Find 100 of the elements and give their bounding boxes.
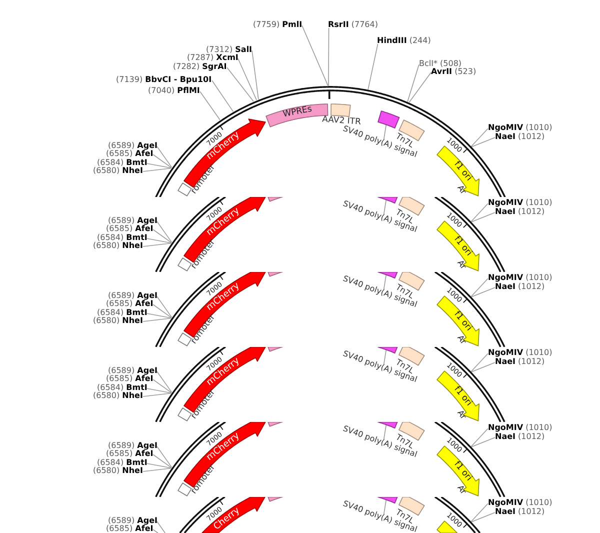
enzyme-site-label: (6580) NheI — [93, 316, 143, 325]
leader-line — [146, 463, 172, 468]
enzyme-site-label: (6580) NheI — [93, 390, 143, 400]
leader-line — [152, 454, 172, 468]
feature-label: f1 ori — [450, 234, 472, 258]
leader-line — [383, 424, 387, 440]
enzyme-site-label: NgoMIV (1010) — [488, 198, 552, 207]
leader-line — [142, 468, 172, 472]
leader-line — [471, 437, 496, 448]
leader-line — [471, 212, 496, 222]
enzyme-site-label: (6584) BmtI — [97, 158, 148, 167]
enzyme-site-label: RsrII (7764) — [328, 20, 378, 29]
enzyme-site-label: (6589) AgeI — [108, 366, 158, 375]
enzyme-site-label: (6589) AgeI — [108, 216, 158, 225]
leader-line — [142, 318, 172, 322]
feature-label: Ar — [455, 484, 467, 496]
leader-line — [146, 163, 172, 168]
enzyme-site-label: (6584) BmtI — [97, 308, 148, 317]
leader-line — [156, 146, 172, 168]
leader-line — [328, 28, 330, 86]
leader-line — [407, 64, 420, 102]
leader-line — [383, 274, 387, 290]
enzyme-site-label: (6589) AgeI — [108, 440, 158, 450]
enzyme-site-label: (6585) AfeI — [106, 224, 154, 233]
enzyme-site-label: NaeI (1012) — [495, 506, 545, 516]
enzyme-site-label: NaeI (1012) — [495, 282, 545, 291]
leader-line — [238, 58, 257, 100]
feature-label: Ar — [455, 184, 467, 196]
enzyme-site-label: (6584) BmtI — [97, 458, 148, 467]
leader-line — [212, 80, 234, 112]
leader-line — [252, 50, 259, 100]
leader-line — [471, 137, 496, 148]
enzyme-site-label: (6585) AfeI — [106, 298, 154, 308]
leader-line — [152, 304, 172, 318]
enzyme-site-label: (7312) SalI — [206, 44, 252, 54]
enzyme-site-label: (7040) PflMI — [148, 86, 200, 95]
enzyme-site-label: (6585) AfeI — [106, 148, 154, 158]
leader-line — [302, 25, 328, 86]
enzyme-site-label: (6580) NheI — [93, 466, 143, 475]
leader-line — [470, 203, 488, 222]
enzyme-site-label: (6584) BmtI — [97, 382, 148, 392]
feature-label: f1 ori — [450, 384, 472, 408]
leader-line — [470, 278, 488, 297]
enzyme-site-label: (7287) XcmI — [187, 52, 238, 62]
enzyme-site-label: BclI* (508) — [419, 58, 462, 68]
enzyme-site-label: HindIII (244) — [377, 36, 431, 45]
leader-line — [226, 67, 254, 102]
leader-line — [146, 238, 172, 244]
leader-line — [408, 72, 432, 103]
enzyme-site-label: (6585) AfeI — [106, 374, 154, 383]
leader-line — [470, 128, 488, 147]
feature-label: Ar — [455, 259, 467, 271]
leader-line — [152, 229, 172, 244]
enzyme-site-label: NgoMIV (1010) — [488, 348, 552, 357]
enzyme-site-label: NaeI (1012) — [495, 356, 545, 366]
leader-line — [142, 168, 172, 172]
enzyme-site-label: (6589) AgeI — [108, 290, 158, 300]
enzyme-site-label: (6580) NheI — [93, 166, 143, 175]
leader-line — [156, 521, 166, 533]
enzyme-site-label: (6589) AgeI — [108, 516, 158, 525]
enzyme-site-label: (6584) BmtI — [97, 232, 148, 242]
enzyme-site-label: (7282) SgrAI — [173, 62, 227, 71]
enzyme-site-label: NgoMIV (1010) — [488, 498, 552, 507]
leader-line — [368, 44, 378, 90]
leader-line — [146, 313, 172, 318]
leader-line — [383, 349, 387, 365]
leader-line — [152, 529, 158, 533]
leader-line — [156, 446, 172, 468]
leader-line — [470, 503, 488, 522]
feature-label: f1 ori — [450, 310, 472, 334]
leader-line — [470, 428, 488, 447]
enzyme-site-label: NaeI (1012) — [495, 132, 545, 141]
enzyme-site-label: (6585) AfeI — [106, 524, 154, 533]
leader-line — [142, 242, 172, 247]
enzyme-site-label: NgoMIV (1010) — [488, 272, 552, 282]
leader-line — [383, 499, 387, 515]
feature-label: f1 ori — [450, 460, 472, 484]
leader-line — [200, 91, 220, 120]
enzyme-site-label: NaeI (1012) — [495, 206, 545, 216]
feature-label: f1 ori — [450, 160, 472, 184]
enzyme-site-label: (6589) AgeI — [108, 140, 158, 150]
enzyme-site-label: NaeI (1012) — [495, 432, 545, 441]
enzyme-site-label: AvrII (523) — [431, 66, 476, 76]
leader-line — [156, 221, 172, 243]
enzyme-site-label: (7139) BbvCI - Bpu10I — [116, 74, 212, 84]
enzyme-site-label: (6580) NheI — [93, 240, 143, 250]
leader-line — [142, 392, 172, 397]
leader-line — [383, 199, 387, 215]
leader-line — [146, 388, 172, 394]
leader-line — [471, 362, 496, 372]
feature-label: Ar — [455, 334, 467, 346]
leader-line — [156, 371, 172, 393]
leader-line — [471, 512, 496, 522]
enzyme-site-label: (7759) PmlI — [253, 20, 302, 29]
leader-line — [152, 154, 172, 168]
enzyme-site-label: NgoMIV (1010) — [488, 122, 552, 132]
leader-line — [156, 296, 172, 318]
leader-line — [152, 379, 172, 394]
feature-label: Ar — [455, 409, 467, 421]
leader-line — [470, 353, 488, 372]
